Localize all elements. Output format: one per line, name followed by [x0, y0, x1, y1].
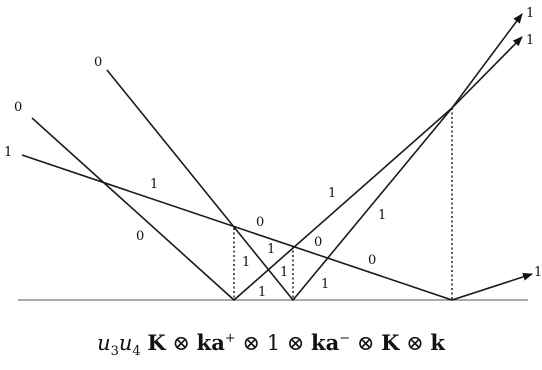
caption-otimes2: ⊗	[242, 331, 260, 355]
caption-a-minus: a	[325, 330, 340, 355]
label-seg-4: 1	[328, 186, 336, 201]
label-seg-5: 1	[378, 208, 386, 223]
label-seg-10: 1	[258, 285, 266, 300]
caption-K1: K	[147, 330, 166, 355]
caption-u4: u	[118, 331, 133, 355]
label-start-left-upper: 0	[14, 100, 22, 115]
label-seg-12: 1	[321, 277, 329, 292]
caption-u3: u	[97, 331, 111, 355]
caption-otimes5: ⊗	[406, 331, 424, 355]
label-seg-9: 1	[280, 265, 288, 280]
label-seg-11: 0	[368, 253, 376, 268]
caption-otimes3: ⊗	[286, 331, 305, 355]
caption-a-plus: a	[211, 330, 225, 355]
label-end-top2: 1	[526, 33, 534, 48]
label-end-top1: 1	[526, 6, 534, 21]
label-seg-2: 0	[136, 229, 144, 244]
caption-k3: k	[430, 330, 445, 355]
caption-plus: +	[224, 331, 236, 346]
caption-minus: −	[339, 331, 351, 346]
label-seg-1: 1	[150, 177, 158, 192]
label-start-left-lower: 1	[4, 145, 12, 160]
trajectory-from-left-lower	[21, 154, 533, 301]
caption-otimes1: ⊗	[172, 331, 190, 355]
formula-caption: u3u4 K ⊗ ka+ ⊗ 1 ⊗ ka− ⊗ K ⊗ k	[0, 330, 542, 359]
caption-one: 1	[266, 331, 281, 355]
label-start-top: 0	[94, 55, 102, 70]
caption-otimes4: ⊗	[356, 331, 375, 355]
caption-k2: k	[311, 330, 326, 355]
label-seg-8: 0	[314, 235, 322, 250]
label-seg-7: 1	[242, 255, 250, 270]
caption-k1: k	[196, 330, 212, 355]
trajectory-from-left-upper	[31, 13, 523, 302]
caption-K2: K	[381, 330, 400, 355]
trajectory-from-top-left	[106, 36, 523, 302]
label-end-right: 1	[534, 265, 542, 280]
label-seg-3: 0	[256, 215, 264, 230]
caption-u3-sub: 3	[110, 344, 119, 360]
caption-u4-sub: 4	[132, 344, 141, 360]
label-seg-6: 1	[267, 242, 275, 257]
